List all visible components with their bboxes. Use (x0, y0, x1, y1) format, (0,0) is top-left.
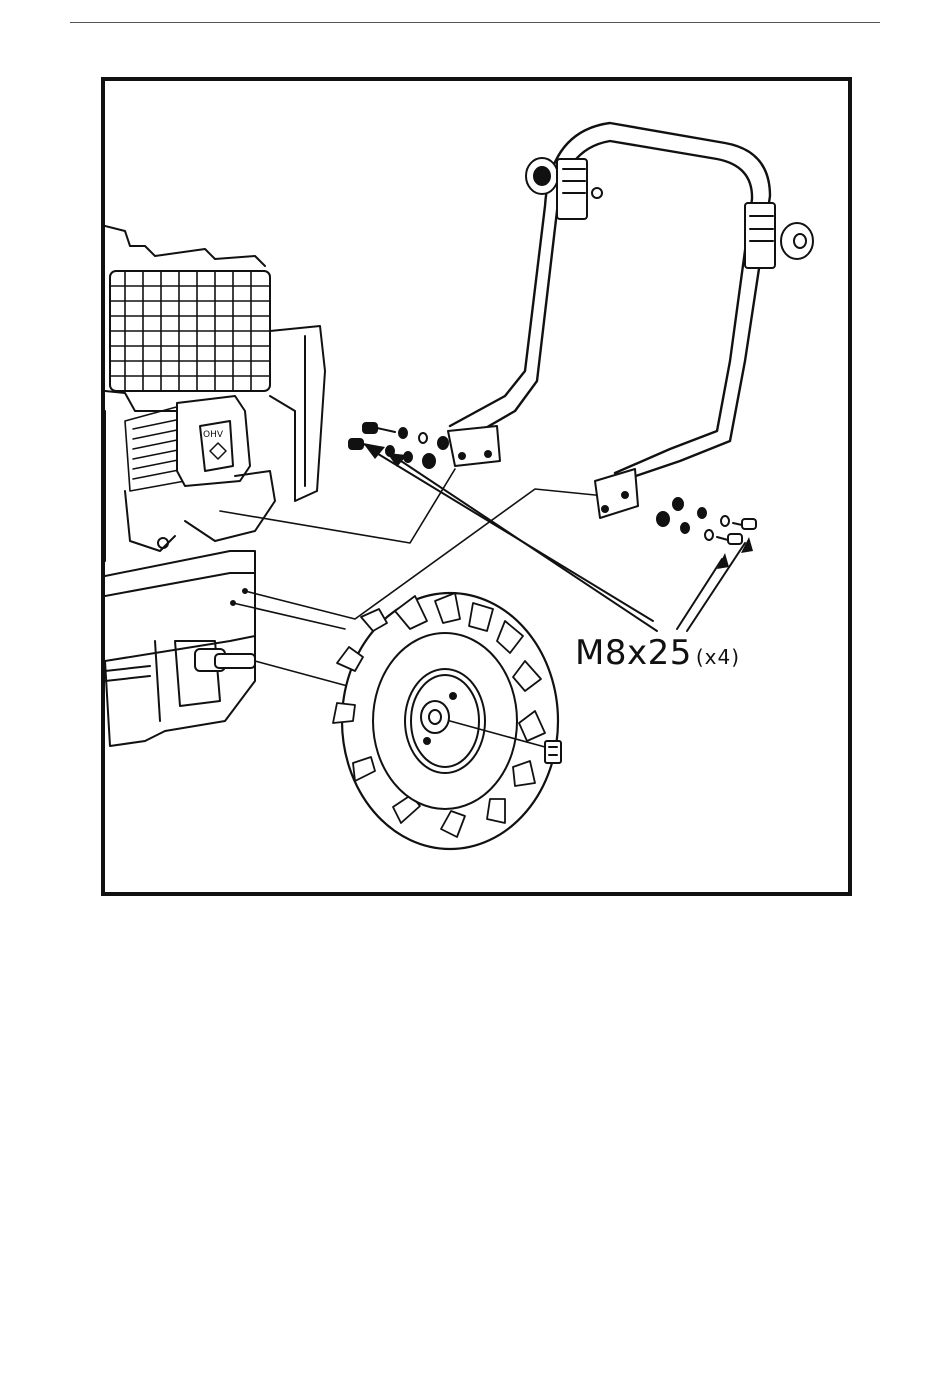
right-hardware (657, 498, 756, 544)
tiller-engine: OHV (105, 226, 325, 746)
bolt-callout: M8x25(x4) (575, 633, 740, 673)
left-handle-clamp (526, 158, 602, 219)
bolt-size-label: M8x25 (575, 633, 692, 673)
bolt-quantity-label: (x4) (696, 645, 740, 669)
handlebar-assembly (448, 123, 813, 518)
assembly-figure: OHV (101, 77, 852, 896)
header-rule (70, 22, 880, 23)
assembly-drawing: OHV (105, 81, 848, 892)
tine-wheel (333, 593, 561, 849)
engine-cover-label: OHV (203, 430, 224, 440)
right-handle-clamp (745, 203, 813, 268)
